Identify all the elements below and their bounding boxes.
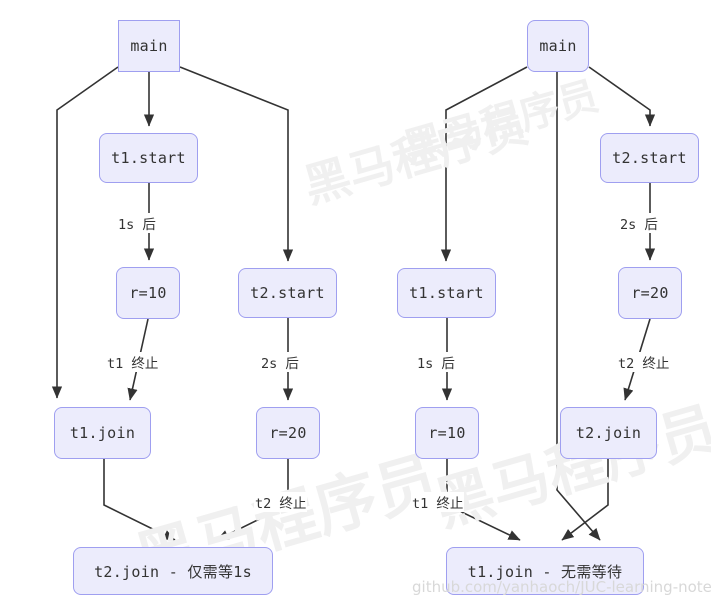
node-l-t1start: t1.start bbox=[99, 133, 198, 183]
node-r-t2start: t2.start bbox=[600, 133, 699, 183]
edge-label-r-lbl-1s: 1s 后 bbox=[416, 352, 456, 372]
node-l-main: main bbox=[118, 20, 180, 72]
r-e-main-right bbox=[588, 66, 656, 127]
brand-watermark-url-right: 黑马程序员 bbox=[398, 73, 604, 173]
node-label: r=20 bbox=[269, 424, 307, 442]
edge-label-l-lbl-1s: 1s 后 bbox=[117, 213, 157, 233]
node-l-r10: r=10 bbox=[116, 267, 180, 319]
node-label: t2.start bbox=[250, 284, 325, 302]
node-l-result: t2.join - 仅需等1s bbox=[73, 547, 273, 595]
r-e-main-left bbox=[440, 66, 528, 262]
node-l-t1join: t1.join bbox=[54, 407, 151, 459]
node-l-r20: r=20 bbox=[256, 407, 320, 459]
node-label: r=10 bbox=[129, 284, 167, 302]
l-e-main-left bbox=[51, 66, 119, 399]
node-label: t1.start bbox=[409, 284, 484, 302]
node-label: main bbox=[539, 37, 577, 55]
node-label: t2.join bbox=[575, 424, 642, 442]
r-e-t2join-res bbox=[561, 459, 609, 541]
node-l-t2start: t2.start bbox=[238, 268, 337, 318]
node-label: t1.join - 无需等待 bbox=[467, 562, 623, 581]
edge-label-r-lbl-t1end: t1 终止 bbox=[411, 492, 465, 512]
node-r-main: main bbox=[527, 20, 589, 72]
edge-label-l-lbl-2s: 2s 后 bbox=[260, 352, 300, 372]
node-r-r10: r=10 bbox=[415, 407, 479, 459]
node-label: t1.start bbox=[111, 149, 186, 167]
l-e-t1join-res bbox=[103, 459, 176, 541]
node-r-t2join: t2.join bbox=[560, 407, 657, 459]
brand-watermark-right: 黑马程序员 bbox=[427, 394, 711, 540]
edge-label-l-lbl-t2end: t2 终止 bbox=[254, 492, 308, 512]
node-label: r=10 bbox=[428, 424, 466, 442]
node-r-t1start: t1.start bbox=[397, 268, 496, 318]
node-label: t1.join bbox=[69, 424, 136, 442]
node-label: t2.start bbox=[612, 149, 687, 167]
node-r-result: t1.join - 无需等待 bbox=[446, 547, 644, 595]
edge-label-r-lbl-t2end: t2 终止 bbox=[617, 352, 671, 372]
edge-label-l-lbl-t1end: t1 终止 bbox=[106, 352, 160, 372]
node-r-r20: r=20 bbox=[618, 267, 682, 319]
brand-watermark-top: 黑马程序员 bbox=[297, 98, 534, 214]
node-label: t2.join - 仅需等1s bbox=[94, 562, 252, 581]
r-e-main-mid bbox=[556, 72, 601, 541]
node-label: main bbox=[130, 37, 168, 55]
edge-label-r-lbl-2s: 2s 后 bbox=[619, 213, 659, 233]
node-label: r=20 bbox=[631, 284, 669, 302]
